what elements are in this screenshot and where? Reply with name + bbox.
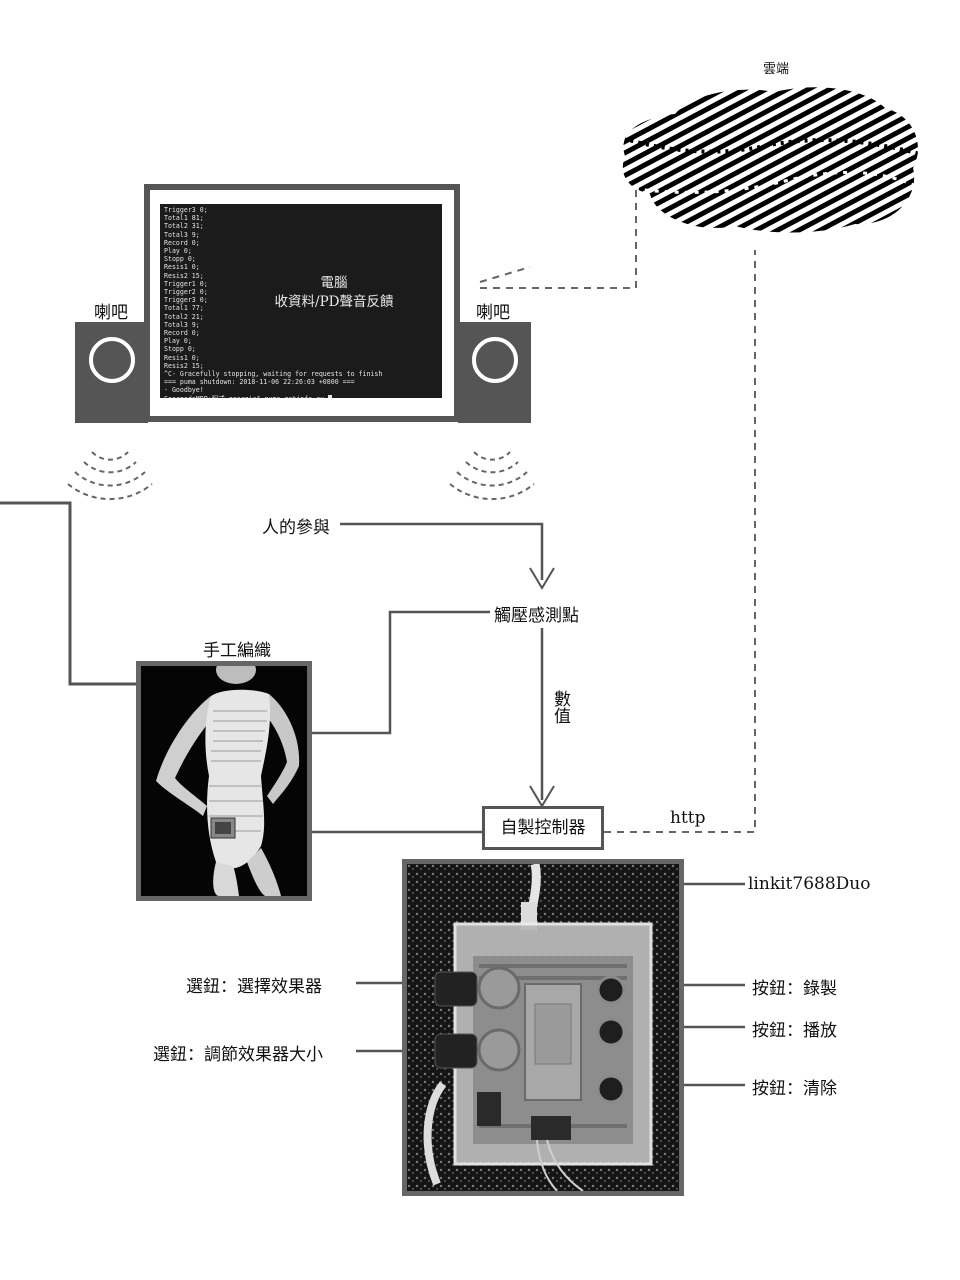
controller-box: 自製控制器 xyxy=(482,806,604,850)
speaker-right xyxy=(458,322,531,423)
terminal-line: Total1 81; xyxy=(164,214,204,223)
terminal-output: Trigger3 0;Total1 81;Total2 31;Total3 9;… xyxy=(164,206,382,398)
speaker-right-label: 喇吧 xyxy=(476,303,510,323)
button-record-label: 按鈕：錄製 xyxy=(752,979,837,999)
terminal-line: Total1 77; xyxy=(164,304,204,313)
terminal-line: Record 0; xyxy=(164,329,200,338)
terminal-line: Total3 9; xyxy=(164,230,200,239)
computer-function-label: 收資料/PD聲音反饋 xyxy=(274,294,394,310)
terminal-line: Trigger2 0; xyxy=(164,288,208,297)
terminal-line: Trigger1 0; xyxy=(164,279,208,288)
cloud-label: 雲端 xyxy=(763,62,790,77)
human-participation-label: 人的參與 xyxy=(262,518,330,538)
speaker-cone-icon xyxy=(89,337,135,383)
terminal-line: Play 0; xyxy=(164,337,192,346)
knob-select-label: 選鈕：選擇效果器 xyxy=(186,977,322,997)
handknit-garment-photo xyxy=(136,661,312,901)
terminal-screen: Trigger3 0;Total1 81;Total2 31;Total3 9;… xyxy=(160,204,442,398)
speaker-left xyxy=(75,322,148,423)
terminal-line: Play 0; xyxy=(164,247,192,256)
terminal-line: Total2 21; xyxy=(164,312,204,321)
terminal-line: Resis2 15; xyxy=(164,271,204,280)
terminal-line: Stopp 0; xyxy=(164,345,196,354)
http-label: http xyxy=(670,808,706,828)
terminal-line: Total2 31; xyxy=(164,222,204,231)
cloud-to-computer-dashed-line xyxy=(478,190,637,289)
terminal-line: Record 0; xyxy=(164,238,200,247)
http-dashed-line xyxy=(604,250,756,833)
left-connection-line xyxy=(0,501,138,686)
computer-monitor: Trigger3 0;Total1 81;Total2 31;Total3 9;… xyxy=(144,184,460,422)
controller-photo xyxy=(402,859,684,1196)
terminal-line: Resis1 0; xyxy=(164,263,200,272)
participation-line xyxy=(340,522,544,580)
button-clear-label: 按鈕：清除 xyxy=(752,1079,837,1099)
cursor-icon xyxy=(328,395,333,398)
sensor-to-garment-line xyxy=(270,610,490,735)
handknit-label: 手工編織 xyxy=(203,641,271,661)
terminal-line: Trigger3 0; xyxy=(164,206,208,214)
controller-device-image xyxy=(407,864,679,1191)
participation-arrow-head xyxy=(529,567,555,590)
computer-diagonal-dash xyxy=(479,266,531,283)
sound-waves-right-icon xyxy=(449,451,535,501)
terminal-line: ^C- Gracefully stopping, waiting for req… xyxy=(164,370,383,379)
computer-caption: 電腦 收資料/PD聲音反饋 xyxy=(254,274,414,312)
speaker-left-label: 喇吧 xyxy=(94,303,128,323)
terminal-line: GeorgedeMBP:程式 georgia$ puma getinfo.ru xyxy=(164,395,382,398)
terminal-line: Trigger3 0; xyxy=(164,296,208,305)
terminal-line: === puma shutdown: 2018-11-06 22:26:03 +… xyxy=(164,378,355,387)
terminal-line: - Goodbye! xyxy=(164,386,204,395)
cloud-image xyxy=(622,87,918,233)
sound-waves-left-icon xyxy=(67,451,153,501)
knob-adjust-label: 選鈕：調節效果器大小 xyxy=(153,1045,323,1065)
board-label: linkit7688Duo xyxy=(748,874,871,894)
terminal-line: Total3 9; xyxy=(164,320,200,329)
speaker-cone-icon xyxy=(472,337,518,383)
button-play-label: 按鈕：播放 xyxy=(752,1021,837,1041)
terminal-line: Stopp 0; xyxy=(164,255,196,264)
garment-figure-image xyxy=(141,666,307,896)
terminal-line: Resis2 15; xyxy=(164,361,204,370)
value-label: 數值 xyxy=(550,690,570,724)
computer-label: 電腦 xyxy=(320,275,348,291)
pressure-sensor-label: 觸壓感測點 xyxy=(494,606,579,626)
terminal-line: Resis1 0; xyxy=(164,353,200,362)
